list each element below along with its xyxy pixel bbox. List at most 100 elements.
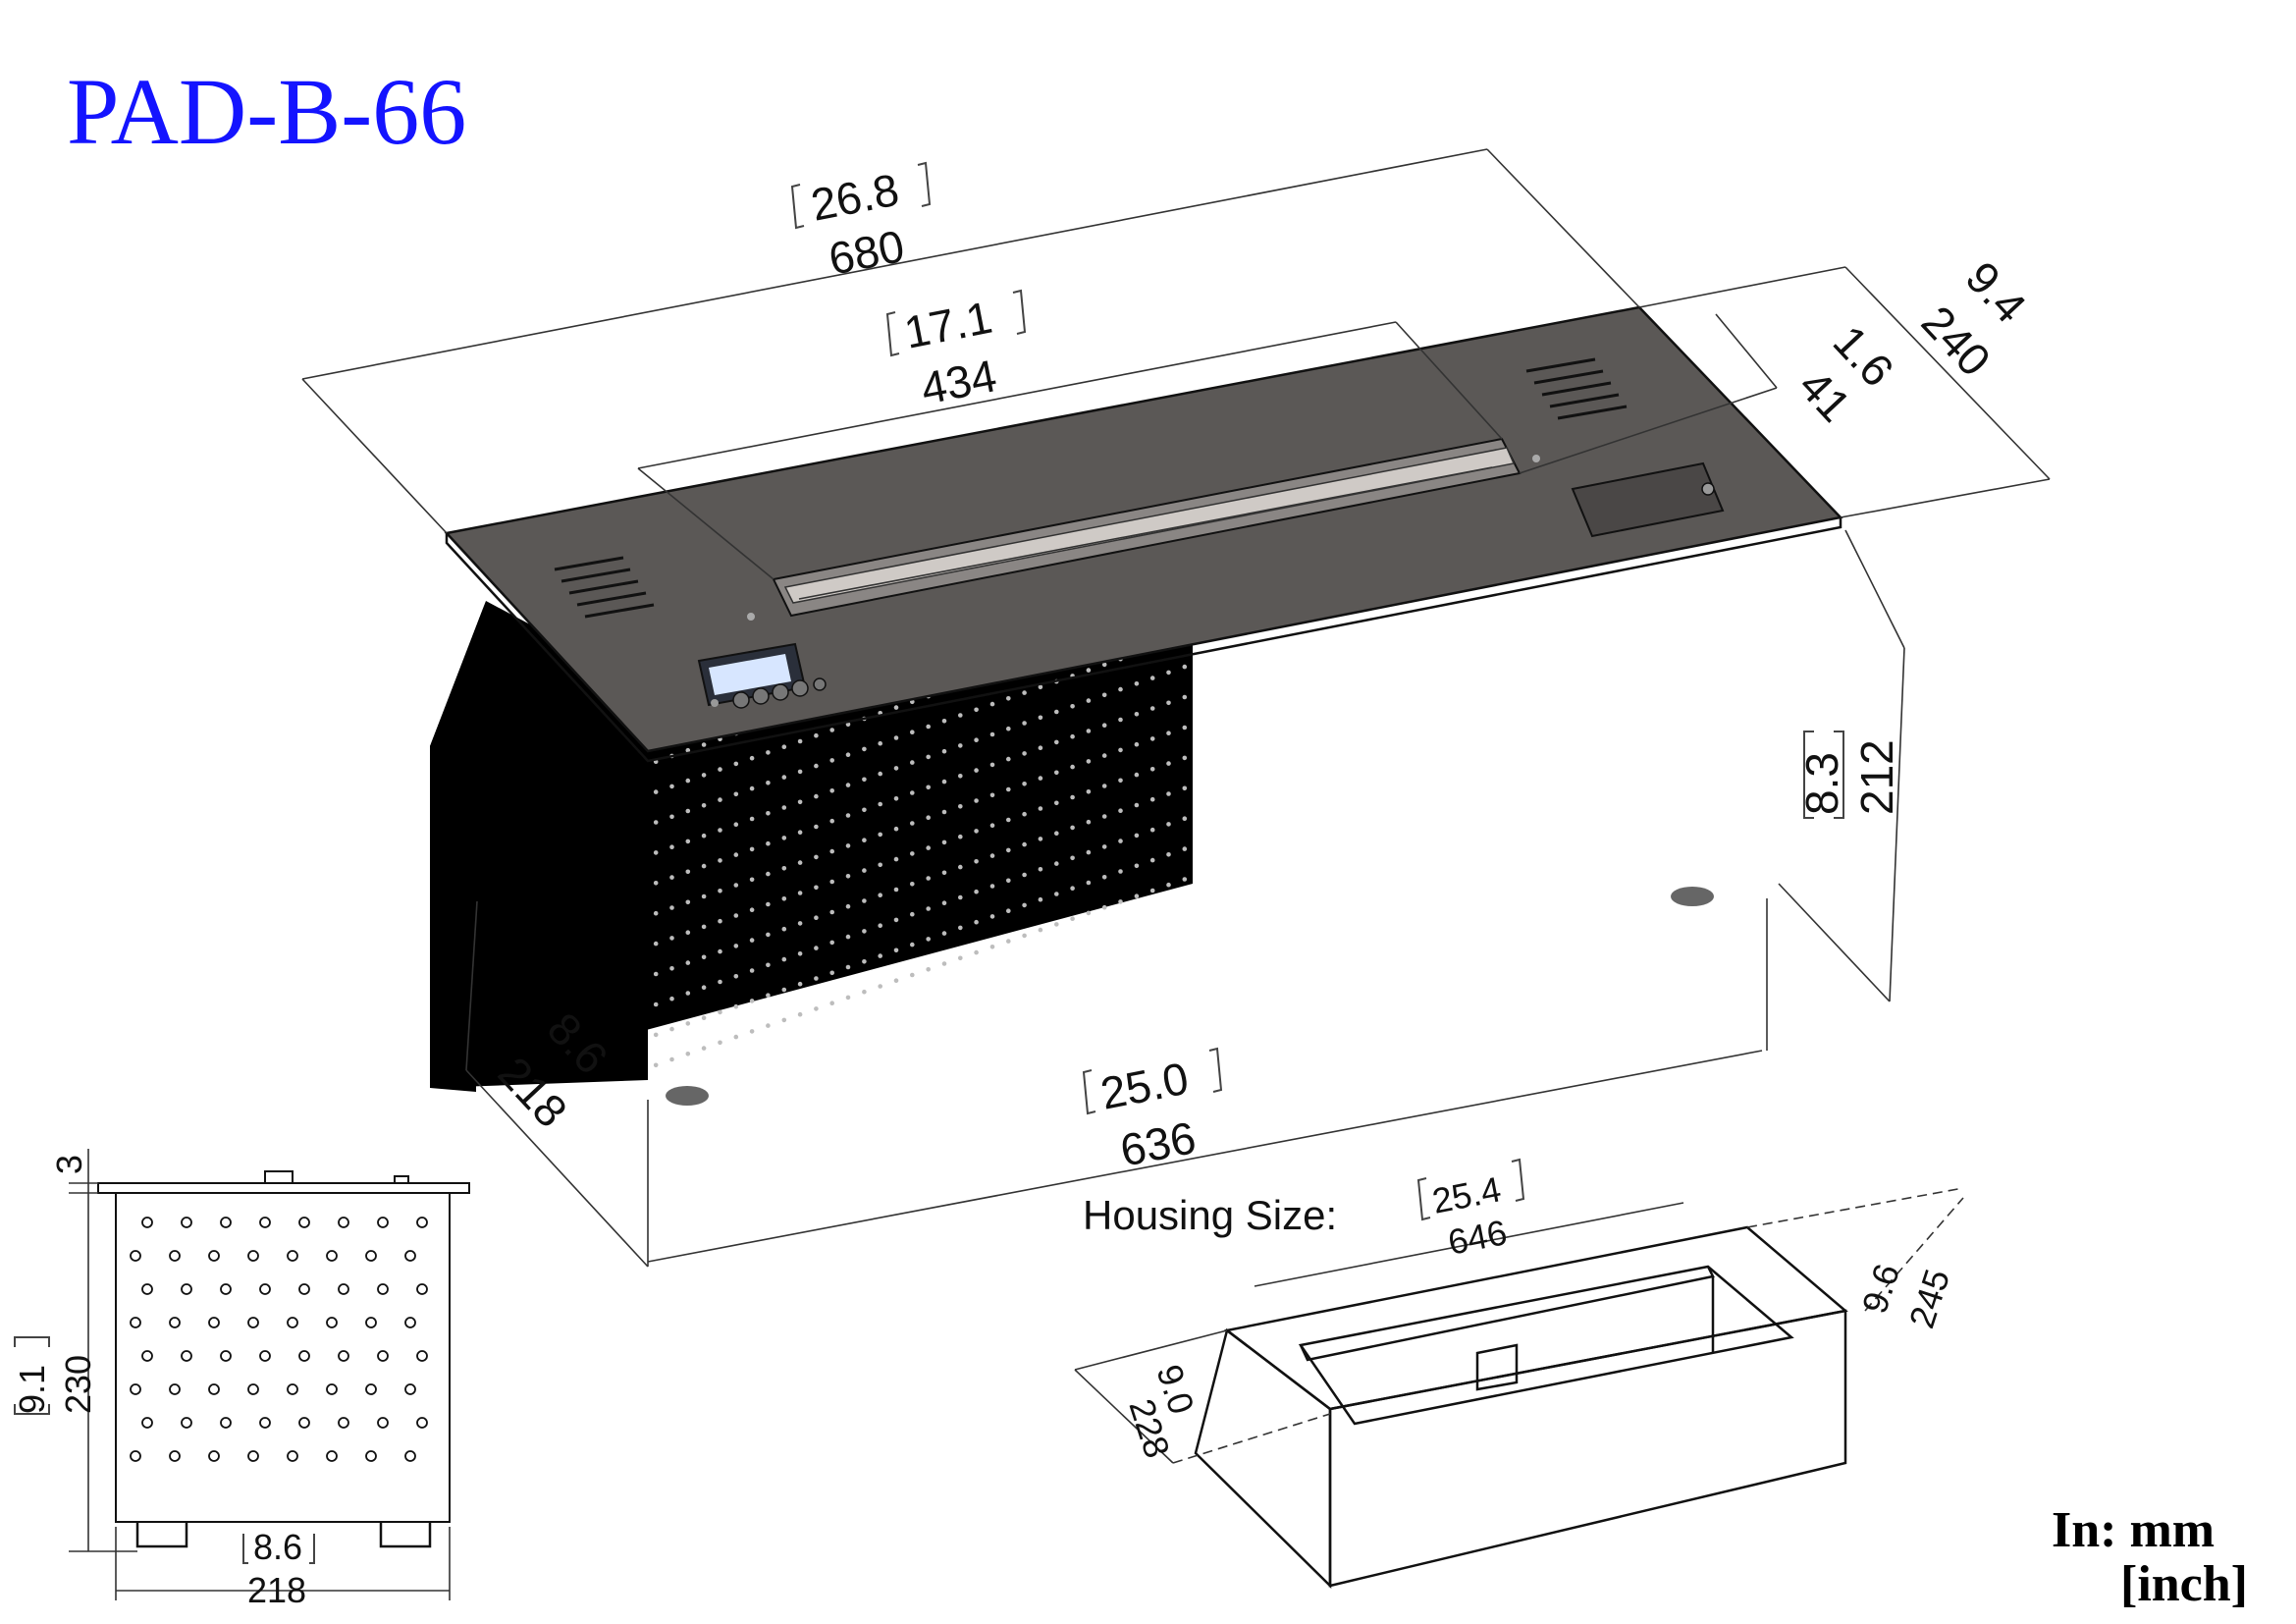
side-hole — [298, 1283, 310, 1295]
perforation-dot — [1166, 670, 1171, 676]
perforation-dot — [718, 979, 722, 985]
perforation-dot — [845, 964, 851, 970]
perforation-dot — [958, 774, 963, 779]
perforation-dot — [845, 874, 851, 879]
perforation-dot — [878, 862, 882, 868]
perforation-dot — [958, 864, 963, 870]
perforation-dot — [845, 934, 851, 940]
perforation-dot — [878, 984, 882, 989]
perforation-dot — [989, 914, 995, 919]
perforation-dot — [701, 803, 707, 808]
perforation-dot — [829, 728, 834, 732]
perforation-dot — [845, 813, 851, 818]
perforation-dot — [1166, 822, 1171, 827]
perforation-dot — [653, 881, 659, 886]
perforation-dot — [958, 834, 963, 839]
perforation-dot — [733, 822, 739, 827]
perforation-dot — [893, 766, 899, 771]
side-hole — [377, 1283, 389, 1295]
perforation-dot — [1166, 852, 1171, 857]
perforation-dot — [1118, 686, 1123, 692]
perforation-dot — [1086, 849, 1092, 855]
perforation-dot — [1182, 785, 1188, 791]
side-hole — [259, 1350, 271, 1362]
perforation-dot — [1086, 880, 1092, 886]
perforation-dot — [1070, 704, 1075, 709]
perforation-dot — [1149, 888, 1155, 893]
side-hole — [326, 1317, 338, 1328]
perforation-dot — [701, 985, 707, 990]
perforation-dot — [1038, 896, 1043, 902]
perforation-dot — [685, 839, 691, 844]
perforation-dot — [1006, 908, 1011, 913]
perforation-dot — [685, 899, 691, 905]
perforation-dot — [669, 784, 674, 789]
side-hole — [247, 1317, 259, 1328]
side-hole — [377, 1217, 389, 1228]
perforation-dot — [814, 824, 819, 830]
side-hole — [141, 1350, 153, 1362]
side-hole — [259, 1283, 271, 1295]
perforation-dot — [733, 883, 739, 888]
housing-bracket — [1475, 1343, 1519, 1391]
perforation-dot — [669, 814, 674, 820]
side-hole — [208, 1383, 220, 1395]
perforation-dot — [1070, 794, 1075, 800]
perforation-dot — [685, 869, 691, 875]
perforation-dot — [878, 801, 882, 807]
perforation-dot — [1134, 681, 1140, 686]
perforation-dot — [1086, 759, 1092, 764]
housing-right-face — [1328, 1309, 1847, 1588]
perforation-dot — [845, 783, 851, 787]
perforation-dot — [1182, 816, 1188, 821]
perforation-dot — [814, 885, 819, 891]
perforation-dot — [845, 843, 851, 848]
perforation-dot — [749, 1029, 755, 1034]
perforation-dot — [958, 894, 963, 900]
perforation-dot — [1101, 875, 1107, 880]
perforation-dot — [1086, 910, 1092, 916]
side-hole — [338, 1283, 349, 1295]
perforation-dot — [1006, 878, 1011, 884]
perforation-dot — [1070, 916, 1075, 921]
side-hole — [287, 1250, 298, 1262]
foot-right — [1671, 887, 1714, 906]
side-hole — [169, 1450, 181, 1462]
perforation-dot — [958, 925, 963, 931]
perforation-dot — [941, 719, 947, 724]
perforation-dot — [926, 785, 931, 790]
perforation-dot — [1118, 717, 1123, 723]
perforation-dot — [733, 974, 739, 979]
side-knob-2 — [394, 1175, 409, 1184]
perforation-dot — [926, 815, 931, 820]
perforation-dot — [845, 903, 851, 909]
perforation-dot — [1022, 721, 1027, 726]
small-hole-2 — [1532, 455, 1540, 462]
side-hole — [338, 1417, 349, 1429]
perforation-dot — [1054, 831, 1059, 836]
perforation-dot — [653, 789, 659, 794]
perforation-dot — [1134, 863, 1140, 869]
perforation-dot — [814, 1006, 819, 1011]
side-foot-left — [135, 1522, 188, 1548]
perforation-dot — [766, 1023, 771, 1028]
perforation-dot — [941, 961, 947, 966]
perforation-dot — [1070, 733, 1075, 739]
perforation-dot — [1070, 764, 1075, 770]
housing-inner-edge — [1299, 1266, 1715, 1362]
perforation-dot — [749, 968, 755, 973]
dim-height-mm: 212 — [1851, 739, 1902, 815]
side-hole — [208, 1250, 220, 1262]
perforation-dot — [749, 907, 755, 912]
perforation-dot — [862, 959, 867, 964]
perforation-dot — [781, 866, 787, 871]
perforation-dot — [685, 747, 691, 753]
perforation-dot — [1022, 841, 1027, 847]
perforation-dot — [845, 752, 851, 757]
dim-height-inch: 8.3 — [1796, 752, 1847, 815]
perforation-dot — [910, 851, 915, 856]
side-hole — [220, 1217, 232, 1228]
perforation-dot — [1182, 725, 1188, 731]
side-hole — [365, 1383, 377, 1395]
